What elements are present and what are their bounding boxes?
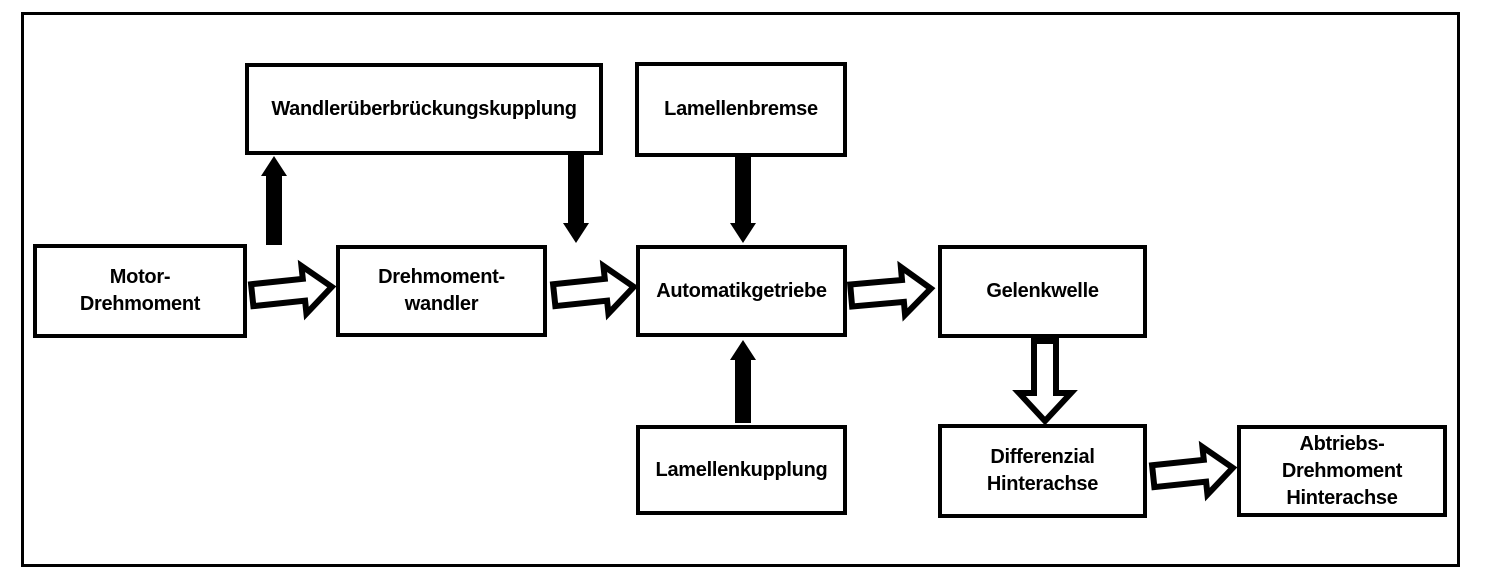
node-label-line: Lamellenbremse xyxy=(664,98,818,120)
node-motor-drehmoment: Motor- Drehmoment xyxy=(33,244,247,338)
node-label-line: Abtriebs- xyxy=(1299,432,1385,455)
node-automatikgetriebe: Automatikgetriebe xyxy=(636,245,847,337)
node-label-line: Automatikgetriebe xyxy=(656,279,827,302)
node-abtriebs-drehmoment-hinterachse: Abtriebs- Drehmoment Hinterachse xyxy=(1237,425,1447,517)
node-lamellenbremse: Lamellenbremse xyxy=(635,62,847,157)
node-label-line: Drehmoment- xyxy=(378,266,505,288)
node-label-line: Drehmoment xyxy=(79,293,201,315)
node-lamellenkupplung: Lamellenkupplung xyxy=(636,425,847,515)
node-gelenkwelle: Gelenkwelle xyxy=(938,245,1147,338)
node-label-line: Hinterachse xyxy=(1286,486,1398,509)
node-drehmomentwandler: Drehmoment- wandler xyxy=(336,245,547,337)
node-label-line: Gelenkwelle xyxy=(986,280,1099,302)
node-wandlerueberbrueckungskupplung: Wandlerüberbrückungskupplung xyxy=(245,63,603,155)
node-label-line: wandler xyxy=(404,293,479,315)
node-label-line: Motor- xyxy=(109,266,171,288)
node-label-line: Differenzial xyxy=(990,446,1095,468)
node-label-line: Drehmoment xyxy=(1281,459,1403,482)
node-differenzial-hinterachse: Differenzial Hinterachse xyxy=(938,424,1147,518)
node-label-line: Wandlerüberbrückungskupplung xyxy=(271,97,577,120)
node-label-line: Hinterachse xyxy=(986,473,1099,495)
node-label-line: Lamellenkupplung xyxy=(655,458,828,481)
